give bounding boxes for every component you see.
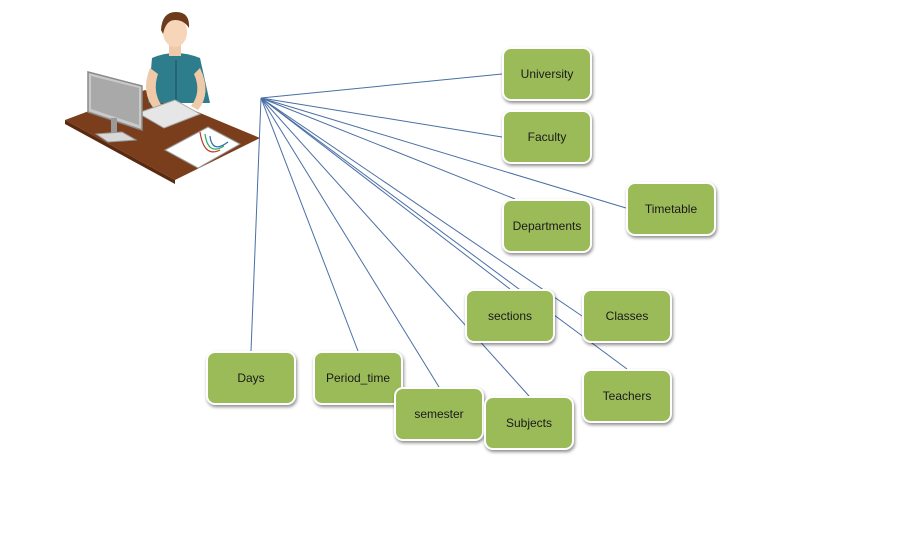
- node-faculty: Faculty: [502, 110, 592, 164]
- node-sections: sections: [465, 289, 555, 343]
- person-head: [163, 17, 187, 47]
- connector-teachers: [260, 97, 628, 370]
- node-period-time: Period_time: [313, 351, 403, 405]
- monitor-back: [91, 76, 139, 125]
- connector-classes: [260, 97, 583, 317]
- node-departments: Departments: [502, 199, 592, 253]
- connector-period-time: [260, 97, 359, 352]
- person-right-arm: [191, 68, 206, 110]
- connector-sections: [260, 97, 511, 290]
- connector-subjects: [260, 97, 530, 397]
- person-left-arm: [146, 68, 162, 110]
- paper-chart-green: [204, 133, 225, 150]
- user-at-desk-illustration: [65, 12, 260, 184]
- node-classes: Classes: [582, 289, 672, 343]
- person-torso: [148, 53, 210, 103]
- desk-edge: [65, 120, 175, 184]
- paper-chart-red: [199, 131, 221, 153]
- connector-timetable: [260, 97, 627, 209]
- monitor-base: [94, 131, 138, 143]
- connector-days: [250, 97, 262, 352]
- paper-chart-blue: [209, 135, 229, 148]
- connector-university: [260, 73, 503, 99]
- node-semester: semester: [394, 387, 484, 441]
- node-teachers: Teachers: [582, 369, 672, 423]
- keyboard: [136, 99, 202, 129]
- node-days: Days: [206, 351, 296, 405]
- person-hair: [161, 12, 190, 34]
- node-university: University: [502, 47, 592, 101]
- connector-departments: [260, 97, 516, 200]
- connector-semester: [260, 97, 440, 388]
- node-timetable: Timetable: [626, 182, 716, 236]
- node-subjects: Subjects: [484, 396, 574, 450]
- connector-faculty: [260, 97, 503, 138]
- monitor-stand: [111, 118, 117, 134]
- paper-sheet: [163, 126, 242, 169]
